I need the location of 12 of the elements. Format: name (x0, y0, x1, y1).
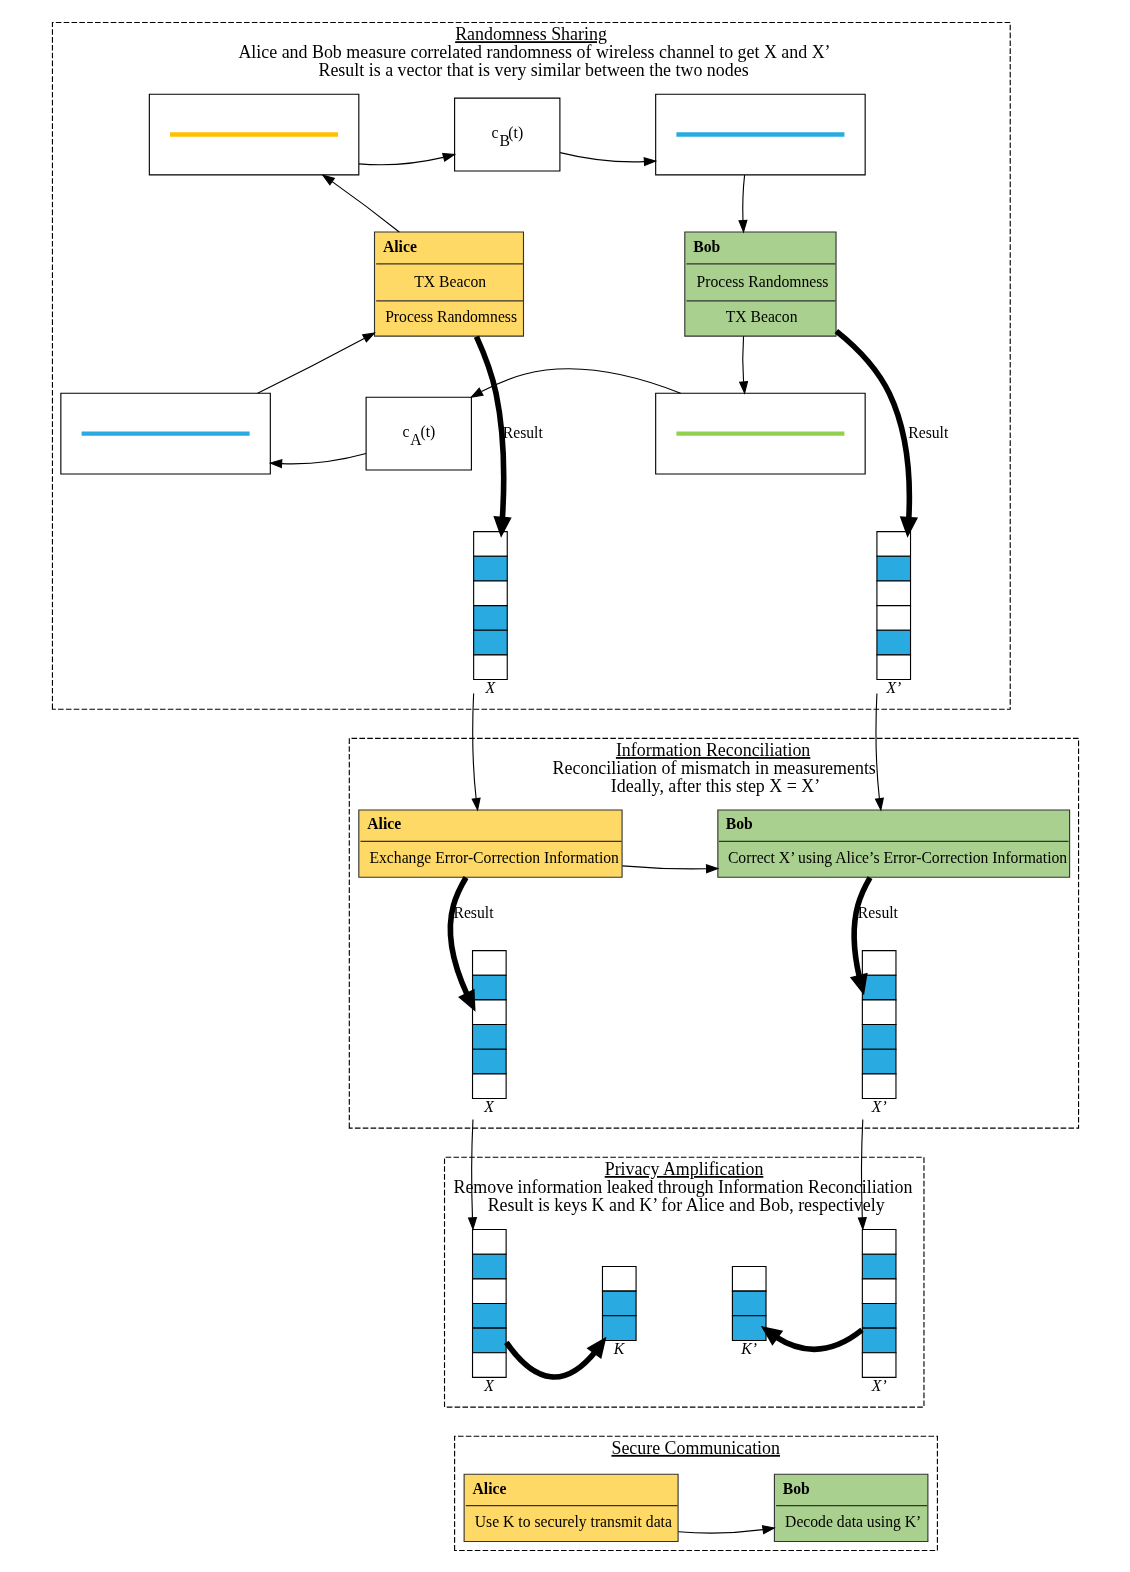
edge-label: Result (502, 423, 543, 441)
node-label: X’ (885, 678, 901, 696)
node-label: X’ (871, 1097, 887, 1115)
node-label: K’ (740, 1339, 757, 1357)
node-label: K (613, 1339, 624, 1357)
node-label: X’ (871, 1376, 887, 1394)
edge-label: Result (452, 903, 494, 921)
edge-label: Result (857, 903, 898, 921)
edge-label: Result (907, 423, 948, 441)
node-label: X (484, 678, 495, 696)
node-label: X (483, 1097, 494, 1115)
node-label: X (483, 1376, 494, 1394)
